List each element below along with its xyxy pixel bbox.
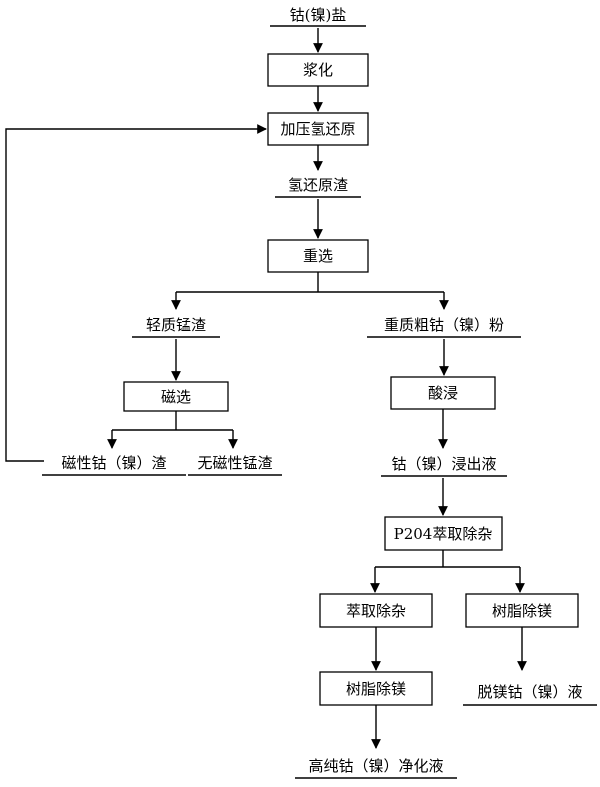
acid-leach-label: 酸浸	[428, 384, 458, 402]
resin-left-label: 树脂除镁	[346, 680, 406, 698]
node-extraction: 萃取除杂	[319, 593, 433, 628]
gravity-label: 重选	[303, 247, 333, 265]
node-resin-right: 树脂除镁	[465, 593, 579, 628]
node-h2-reduction: 加压氢还原	[267, 112, 369, 146]
node-nonmagnetic-mn: 无磁性锰渣	[188, 454, 282, 476]
pure-liquor-label: 高纯钴（镍）净化液	[308, 757, 443, 775]
resin-right-box	[465, 593, 579, 628]
node-salt: 钴(镍)盐	[270, 6, 366, 27]
node-p204: P204萃取除杂	[384, 516, 503, 551]
node-magnetic-residue: 磁性钴（镍）渣	[42, 454, 186, 476]
magnetic-residue-label: 磁性钴（镍）渣	[61, 454, 166, 472]
recycle-loop-arrow	[5, 124, 267, 462]
slurry-box	[267, 53, 369, 87]
node-resin-left: 树脂除镁	[319, 671, 433, 706]
node-heavy-powder: 重质粗钴（镍）粉	[367, 316, 521, 338]
gravity-box	[267, 239, 369, 273]
nonmagnetic-mn-label: 无磁性锰渣	[197, 454, 272, 472]
node-acid-leach: 酸浸	[390, 376, 496, 410]
salt-label: 钴(镍)盐	[290, 6, 347, 24]
node-magnetic-sep: 磁选	[123, 381, 229, 412]
slurry-label: 浆化	[303, 61, 333, 79]
node-demg-liquor: 脱镁钴（镍）液	[463, 683, 597, 706]
node-slurry: 浆化	[267, 53, 369, 87]
extraction-label: 萃取除杂	[346, 602, 406, 620]
node-gravity: 重选	[267, 239, 369, 273]
leach-liquor-label: 钴（镍）浸出液	[391, 455, 496, 473]
resin-right-label: 树脂除镁	[492, 602, 552, 620]
demg-liquor-label: 脱镁钴（镍）液	[477, 683, 582, 701]
light-mn-label: 轻质锰渣	[146, 316, 206, 334]
acid-leach-box	[390, 376, 496, 410]
extraction-box	[319, 593, 433, 628]
resin-left-box	[319, 671, 433, 706]
h2-reduction-label: 加压氢还原	[280, 120, 355, 138]
magnetic-sep-box	[123, 381, 229, 412]
node-light-mn: 轻质锰渣	[132, 316, 220, 338]
magnetic-sep-label: 磁选	[161, 388, 191, 406]
node-pure-liquor: 高纯钴（镍）净化液	[295, 757, 457, 779]
h2-reduction-box	[267, 112, 369, 146]
h2-residue-label: 氢还原渣	[288, 176, 348, 194]
node-leach-liquor: 钴（镍）浸出液	[381, 455, 507, 477]
heavy-powder-label: 重质粗钴（镍）粉	[384, 316, 504, 334]
p204-label: P204萃取除杂	[394, 525, 493, 543]
node-h2-residue: 氢还原渣	[275, 176, 361, 198]
p204-box	[384, 516, 503, 551]
